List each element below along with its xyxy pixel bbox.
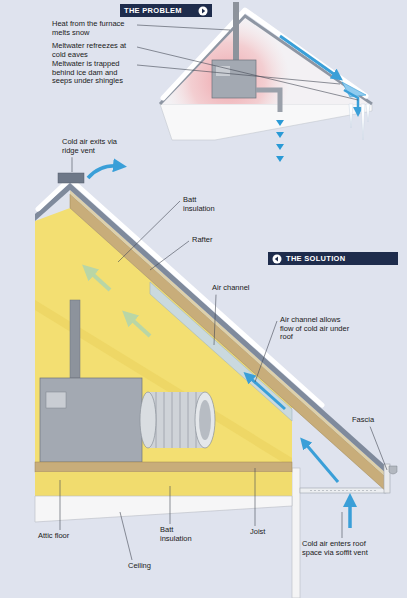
duct-ribs (156, 392, 196, 448)
joist (35, 462, 292, 472)
ceiling-board (35, 496, 292, 522)
furnace (40, 378, 142, 462)
meltwater-arrow (280, 36, 338, 77)
soffit-air-arrow (348, 500, 352, 528)
drip (276, 132, 284, 138)
callout-label: Rafter (192, 236, 212, 245)
soffit-vent (310, 490, 376, 491)
leader-line (60, 480, 61, 530)
snow (38, 179, 322, 405)
callout-label: Cold air enters roof space via soffit ve… (302, 540, 376, 557)
drip (276, 120, 284, 126)
roof-insulation (35, 208, 292, 468)
icicle (366, 104, 370, 122)
duct-end (195, 392, 215, 448)
attic-slab (160, 104, 372, 140)
banner-title: THE PROBLEM (124, 6, 196, 15)
solution-house (35, 166, 397, 598)
eave-air-arrow (304, 442, 338, 482)
leader-line (342, 512, 343, 538)
ridge-vent (58, 173, 84, 183)
warm-air-arrow (88, 270, 110, 290)
soffit (300, 488, 386, 493)
drip (276, 156, 284, 162)
channel-air-arrow (248, 376, 285, 409)
callout-label: Heat from the furnace melts snow (52, 20, 134, 37)
problem-house (160, 2, 372, 162)
chimney-pipe (233, 2, 239, 62)
callout-label: Batt insulation (160, 526, 204, 543)
section-banner: THE SOLUTION (268, 252, 398, 265)
leader-line (120, 512, 132, 560)
banner-arrow-icon (198, 6, 208, 16)
leader-line (72, 157, 73, 172)
drip (276, 144, 284, 150)
leader-line (370, 427, 387, 470)
callout-label: Air channel (212, 284, 250, 293)
leader-line (137, 47, 358, 100)
duct-collar (140, 392, 156, 448)
icon-circle (199, 6, 208, 15)
furnace-panel (46, 392, 66, 408)
callout-label: Meltwater is trapped behind ice dam and … (52, 60, 134, 86)
callout-label: Ceiling (128, 562, 151, 571)
furnace (212, 60, 256, 98)
exterior-wall (292, 468, 300, 598)
leader-line (137, 65, 340, 84)
chimney-pipe (70, 300, 80, 378)
warm-air-arrow (128, 316, 150, 336)
leader-line (137, 25, 230, 30)
icon-triangle (275, 256, 278, 261)
snow (163, 10, 366, 98)
leader-line (118, 201, 180, 262)
leader-line (150, 241, 189, 270)
callout-label: Cold air exits via ridge vent (62, 138, 124, 155)
leader-line (255, 468, 256, 526)
duct-opening (199, 400, 211, 440)
callout-label: Batt insulation (183, 196, 225, 213)
leader-line (214, 295, 216, 345)
leader-line (255, 321, 277, 382)
callout-label: Meltwater refreezes at cold eaves (52, 42, 134, 59)
icon-triangle (202, 8, 205, 13)
shingles-left (35, 183, 70, 221)
gutter (389, 466, 397, 474)
icon-circle (273, 254, 282, 263)
ridge-air-arrow (88, 166, 120, 178)
callout-label: Joist (250, 528, 265, 537)
callout-label: Attic floor (38, 532, 69, 541)
banner-title: THE SOLUTION (286, 254, 394, 263)
icicle (349, 104, 353, 128)
section-banner: THE PROBLEM (120, 4, 212, 17)
banner-arrow-icon (272, 254, 282, 264)
leader-line (170, 486, 171, 524)
icicle (361, 104, 365, 140)
callout-label: Fascia (352, 416, 374, 425)
floor-insulation (35, 472, 292, 496)
duct-elbow (256, 90, 280, 112)
callout-label: Air channel allows flow of cold air unde… (280, 316, 352, 342)
